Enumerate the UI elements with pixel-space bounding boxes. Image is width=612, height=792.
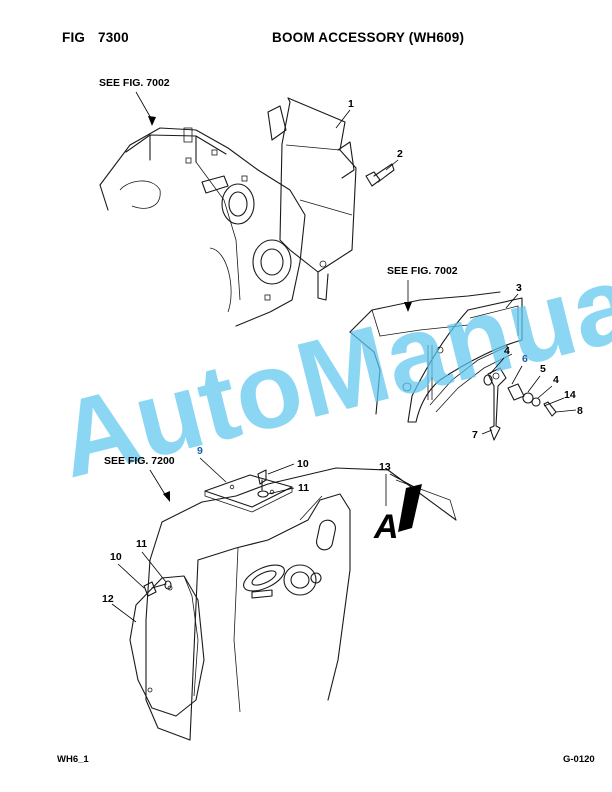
callout-number: 4 — [553, 374, 559, 386]
callout-part-7: 7 — [472, 429, 493, 441]
see-fig-ref-mid: SEE FIG. 7002 — [387, 265, 458, 312]
callout-number: 10 — [110, 551, 122, 563]
callout-part-5: 5 — [527, 363, 546, 393]
callout-part-12: 12 — [102, 593, 137, 623]
callout-part-11-top: 11 — [267, 482, 309, 495]
cover-bolt-10-top — [257, 469, 269, 498]
angle-indicator-plate — [407, 297, 523, 423]
callout-number: 14 — [564, 389, 576, 401]
callout-part-3: 3 — [505, 282, 522, 309]
figure-title: BOOM ACCESSORY (WH609) — [272, 30, 465, 45]
callout-part-4a: 4 — [489, 345, 510, 375]
reference-label: SEE FIG. 7200 — [104, 455, 175, 467]
footer-model-code: WH6_1 — [57, 754, 89, 765]
callout-part-10-side: 10 — [110, 551, 145, 589]
callout-part-14: 14 — [543, 389, 576, 407]
see-fig-ref-low: SEE FIG. 7200 — [104, 455, 175, 502]
callout-part-4b: 4 — [537, 374, 559, 399]
callout-number: 4 — [504, 345, 510, 357]
see-fig-ref-top: SEE FIG. 7002 — [99, 77, 170, 126]
callout-part-8: 8 — [555, 405, 583, 417]
callout-number: 9 — [197, 445, 203, 457]
decal-letter: A — [373, 508, 399, 546]
callout-number: 10 — [297, 458, 309, 470]
figure-label: FIG — [62, 30, 86, 45]
callout-number: 7 — [472, 429, 478, 441]
footer-page-code: G-0120 — [563, 754, 595, 765]
callout-number: 11 — [298, 482, 309, 494]
side-cover-12 — [129, 575, 205, 717]
callout-number: 1 — [348, 98, 354, 110]
decal-a: A — [373, 484, 422, 546]
callout-number: 5 — [540, 363, 546, 375]
callout-part-13: 13 — [379, 461, 421, 506]
callout-part-10-top: 10 — [267, 458, 309, 475]
boom-lower-assembly — [145, 467, 457, 741]
callout-part-6: 6 — [511, 353, 528, 385]
callout-number: 13 — [379, 461, 391, 473]
callout-number: 8 — [577, 405, 583, 417]
callout-number: 3 — [516, 282, 522, 294]
mounting-bracket — [267, 97, 357, 301]
callout-number: 11 — [136, 538, 147, 550]
callout-number: 2 — [397, 148, 403, 160]
figure-number: 7300 — [98, 30, 129, 45]
callout-part-1: 1 — [335, 98, 354, 129]
reference-label: SEE FIG. 7002 — [99, 77, 170, 89]
side-bolt-10 — [143, 580, 172, 597]
indicator-pointer — [487, 367, 507, 441]
callout-number: 12 — [102, 593, 114, 605]
callout-part-2: 2 — [385, 148, 403, 171]
callout-number: 6 — [522, 353, 528, 365]
callout-part-9: 9 — [197, 445, 227, 483]
boom-top-assembly — [99, 127, 306, 327]
bolt-part-2 — [365, 163, 395, 187]
access-cover-plate — [204, 474, 293, 513]
reference-label: SEE FIG. 7002 — [387, 265, 458, 277]
callout-part-11-side: 11 — [136, 538, 167, 583]
